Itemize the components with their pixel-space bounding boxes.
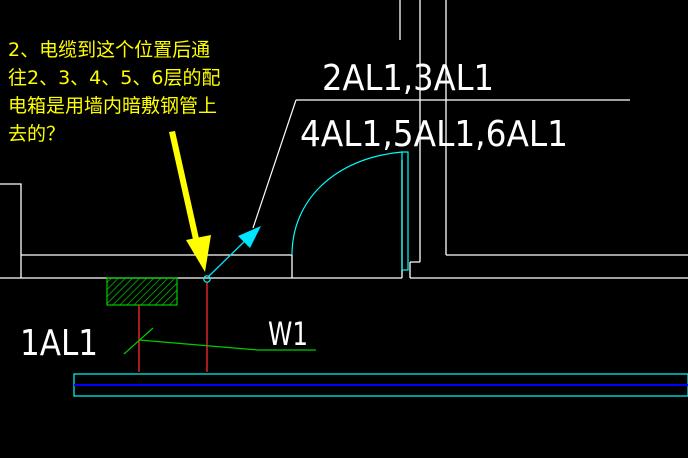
cable-tray [73, 373, 688, 397]
question-annotation: 2、电缆到这个位置后通 往2、3、4、5、6层的配 电箱是用墙内暗敷钢管上 去的… [8, 39, 221, 145]
upper-floors-label-line2: 4AL1,5AL1,6AL1 [300, 114, 568, 155]
panel-label: 1AL1 [20, 323, 98, 364]
left-wall-stub [0, 183, 22, 278]
door-arc [291, 151, 403, 256]
distribution-panel [106, 277, 178, 306]
cyan-arrow-shaft [208, 237, 249, 277]
riser-node [203, 275, 211, 283]
upper-floors-label-line1: 2AL1,3AL1 [322, 58, 494, 99]
cable-risers [138, 282, 208, 372]
yellow-arrowhead-icon [186, 235, 211, 272]
cyan-leader-arrow [208, 226, 261, 277]
door-swing [291, 151, 409, 271]
wall-corner [409, 261, 420, 278]
cable-w1-leader [123, 327, 316, 355]
label-leader [252, 99, 630, 229]
yellow-pointer-arrow [169, 131, 211, 272]
w1-leader-line [138, 339, 316, 351]
leader-diagonal [252, 99, 297, 229]
cyan-arrowhead-icon [238, 226, 261, 248]
door-leaf [401, 151, 409, 271]
w1-tick [123, 327, 154, 355]
yellow-arrow-shaft [169, 131, 202, 253]
cable-label: W1 [268, 315, 308, 353]
